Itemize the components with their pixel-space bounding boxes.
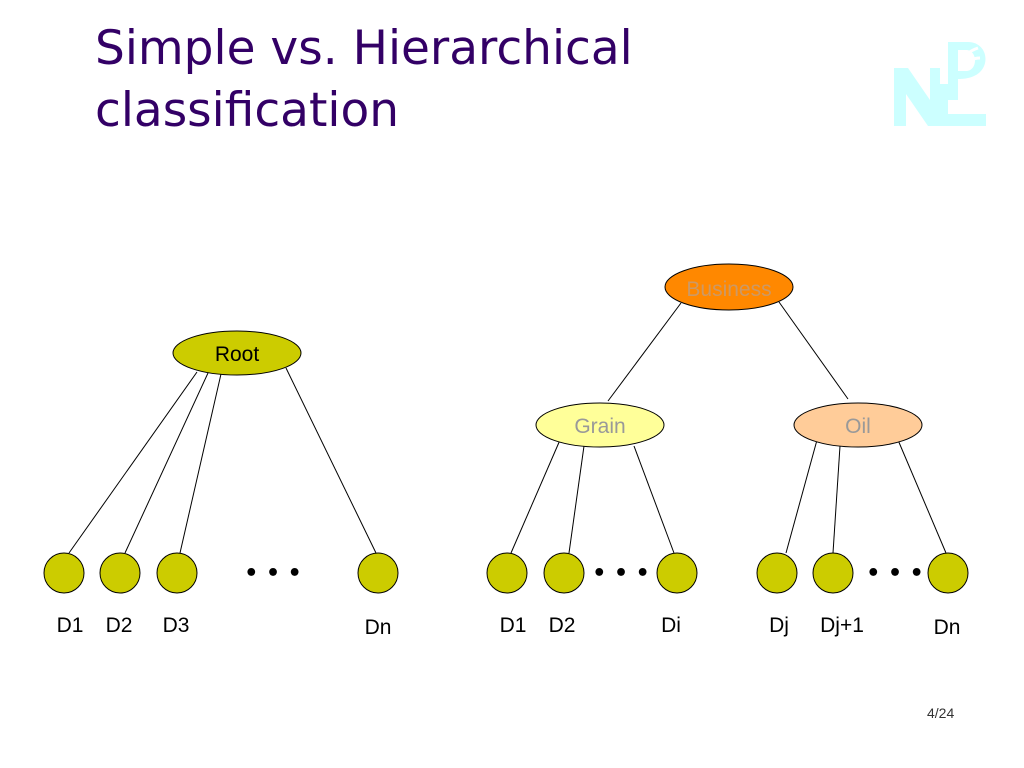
edge-grain-d2	[568, 445, 585, 554]
simple-tree-edges	[68, 367, 377, 554]
slide-title-line-1: Simple vs. Hierarchical	[95, 21, 633, 76]
grain-node: Grain	[535, 402, 665, 448]
business-label: Business	[686, 278, 771, 301]
oil-label: Oil	[845, 415, 871, 438]
grain-leaf-d1	[486, 552, 528, 594]
slide-title-line-2: classification	[95, 83, 400, 138]
simple-ellipsis: • • •	[244, 561, 302, 586]
oil-leaf-label-dn: Dn	[934, 616, 961, 639]
simple-leaf-d3	[156, 552, 198, 594]
oil-leaf-label-dj1: Dj+1	[820, 614, 864, 637]
hierarchical-leaf-labels: D1 D2 Di Dj Dj+1 Dn	[500, 614, 961, 639]
oil-leaf-dn	[927, 552, 969, 594]
nlp-logo	[894, 42, 986, 126]
simple-tree-leaf-labels: D1 D2 D3 Dn	[57, 614, 392, 639]
edge-oil-dn	[897, 439, 947, 554]
edge-oil-dj1	[832, 445, 841, 554]
edge-root-dn	[285, 367, 377, 554]
edge-root-d2	[124, 372, 209, 554]
simple-root-label: Root	[215, 343, 260, 366]
simple-leaf-label-d3: D3	[163, 614, 190, 637]
grain-leaf-label-d2: D2	[549, 614, 576, 637]
edge-root-d3	[179, 373, 222, 554]
oil-ellipsis: • • •	[866, 561, 924, 586]
oil-leaf-dj	[756, 552, 798, 594]
oil-node: Oil	[793, 402, 923, 448]
business-node: Business	[664, 263, 794, 311]
edge-business-oil	[778, 301, 849, 400]
simple-leaf-d1	[43, 552, 85, 594]
grain-leaf-label-d1: D1	[500, 614, 527, 637]
grain-label: Grain	[574, 415, 625, 438]
simple-tree-leaves	[43, 552, 399, 594]
hierarchical-tree-edges	[510, 301, 947, 554]
edge-business-grain	[607, 302, 682, 402]
simple-leaf-label-d1: D1	[57, 614, 84, 637]
edge-oil-dj	[785, 439, 818, 554]
edge-grain-d1	[510, 439, 561, 554]
grain-leaves	[486, 552, 698, 594]
grain-leaf-di	[656, 552, 698, 594]
edge-grain-di	[633, 445, 675, 554]
grain-ellipsis: • • •	[592, 561, 650, 586]
slide-title: Simple vs. Hierarchical classification	[95, 18, 633, 142]
grain-leaf-d2	[543, 552, 585, 594]
simple-leaf-d2	[99, 552, 141, 594]
page-number: 4/24	[927, 705, 955, 721]
simple-leaf-label-dn: Dn	[365, 616, 392, 639]
oil-leaf-dj1	[812, 552, 854, 594]
simple-leaf-dn	[357, 552, 399, 594]
simple-leaf-label-d2: D2	[106, 614, 133, 637]
oil-leaves	[756, 552, 969, 594]
simple-tree-root-node: Root	[172, 330, 302, 376]
grain-leaf-label-di: Di	[661, 614, 681, 637]
edge-root-d1	[68, 371, 198, 554]
oil-leaf-label-dj: Dj	[769, 614, 789, 637]
